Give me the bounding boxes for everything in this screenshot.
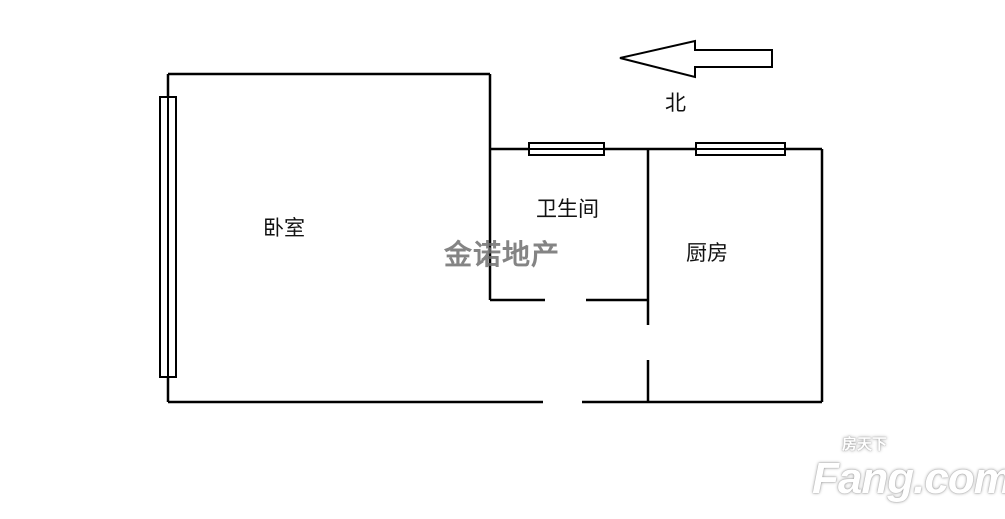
room-label-bathroom: 卫生间: [536, 197, 599, 221]
fang-logo: 房天下 Fang.com: [812, 436, 1005, 504]
logo-cn: 房天下: [842, 436, 888, 453]
north-label: 北: [665, 91, 686, 115]
north-arrow-icon: [619, 39, 773, 79]
logo-text: Fang.com: [812, 454, 1005, 503]
room-label-kitchen: 厨房: [686, 241, 728, 265]
room-label-bedroom: 卧室: [263, 216, 305, 240]
watermark: 金诺地产: [444, 238, 561, 271]
